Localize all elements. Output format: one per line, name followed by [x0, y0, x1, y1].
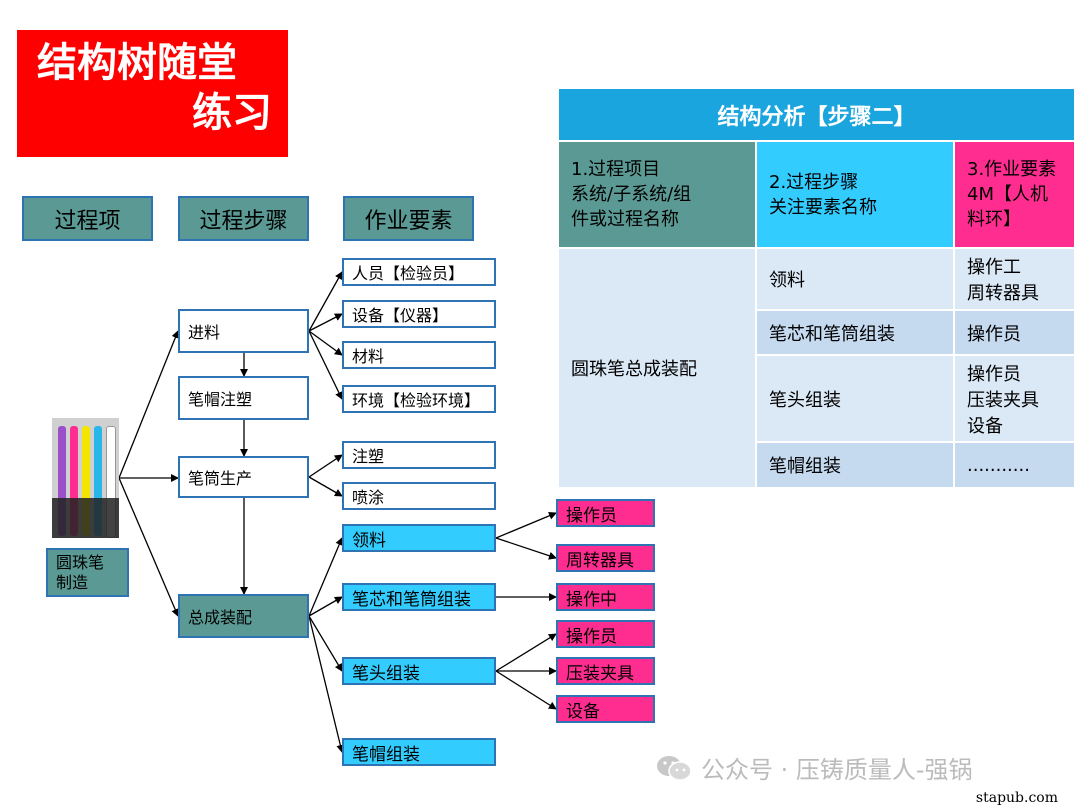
pen-yellow	[82, 426, 90, 536]
table-element: 压装夹具	[967, 389, 1039, 411]
substep-refill-barrel: 笔芯和笔筒组装	[342, 583, 496, 611]
root-line-2: 制造	[56, 573, 89, 592]
substep-tip-assembly: 笔头组装	[342, 657, 496, 685]
col2-line-1: 2.过程步骤	[769, 171, 859, 193]
table-elements-3: 操作员 压装夹具 设备	[953, 354, 1076, 443]
header-process-step: 过程步骤	[178, 196, 309, 241]
wechat-icon	[657, 755, 692, 781]
element-turnover-tool: 周转器具	[556, 544, 655, 572]
element-inspector: 人员【检验员】	[342, 258, 496, 286]
table-element: 周转器具	[967, 283, 1039, 304]
table-elements-4: ...........	[953, 441, 1076, 489]
element-operating: 操作中	[556, 583, 655, 611]
element-operator-1: 操作员	[556, 499, 655, 527]
element-environment: 环境【检验环境】	[342, 385, 496, 413]
element-material: 材料	[342, 341, 496, 369]
header-process-item: 过程项	[22, 196, 153, 241]
site-url: stapub.com	[975, 790, 1058, 806]
substep-cap-assembly: 笔帽组装	[342, 738, 496, 766]
table-element: 设备	[967, 415, 1003, 437]
table-title: 结构分析【步骤二】	[557, 87, 1076, 142]
table-step-4: 笔帽组装	[755, 441, 955, 489]
root-process-item: 圆珠笔 制造	[46, 548, 129, 597]
element-spraying: 喷涂	[342, 482, 496, 510]
element-instrument: 设备【仪器】	[342, 300, 496, 328]
step-cap-molding: 笔帽注塑	[178, 376, 309, 420]
table-process-item: 圆珠笔总成装配	[557, 247, 757, 489]
slide-title: 结构树随堂 练习	[17, 30, 288, 157]
pen-grips	[52, 498, 119, 538]
pen-purple	[58, 426, 66, 536]
pen-image	[52, 418, 119, 538]
watermark: 公众号 · 压铸质量人-强锅	[655, 750, 973, 785]
step-barrel-production: 笔筒生产	[178, 456, 309, 498]
element-operator-2: 操作员	[556, 620, 655, 648]
col3-line-2: 4M【人机料环】	[967, 184, 1048, 230]
table-element: 操作员	[967, 323, 1021, 345]
table-element: 操作员	[967, 363, 1021, 385]
title-line-1: 结构树随堂	[37, 40, 237, 86]
root-line-1: 圆珠笔	[56, 553, 105, 572]
col-header-work-element: 3.作业要素 4M【人机料环】	[953, 140, 1076, 249]
substep-material-pick: 领料	[342, 524, 496, 552]
table-step-3: 笔头组装	[755, 354, 955, 443]
table-element: ...........	[967, 454, 1030, 476]
col3-line-1: 3.作业要素	[967, 159, 1057, 180]
table-elements-2: 操作员	[953, 309, 1076, 356]
col1-line-1: 1.过程项目	[571, 159, 661, 180]
col2-line-2: 关注要素名称	[769, 196, 877, 218]
step-final-assembly: 总成装配	[178, 594, 309, 638]
element-equipment: 设备	[556, 695, 655, 723]
table-step-1: 领料	[755, 247, 955, 311]
table-step-2: 笔芯和笔筒组装	[755, 309, 955, 356]
structure-analysis-table: 结构分析【步骤二】 1.过程项目 系统/子系统/组 件或过程名称 2.过程步骤 …	[557, 87, 1076, 489]
table-element: 操作工	[967, 257, 1021, 278]
watermark-text: 公众号 · 压铸质量人-强锅	[701, 756, 973, 784]
table-elements-1: 操作工 周转器具	[953, 247, 1076, 311]
element-press-fixture: 压装夹具	[556, 657, 655, 685]
header-work-element: 作业要素	[343, 196, 474, 241]
pen-blue	[94, 426, 102, 536]
col-header-process-item: 1.过程项目 系统/子系统/组 件或过程名称	[557, 140, 757, 249]
step-incoming: 进料	[178, 309, 309, 353]
title-line-2: 练习	[192, 90, 272, 136]
col1-line-3: 件或过程名称	[571, 209, 679, 230]
element-injection: 注塑	[342, 441, 496, 469]
pen-pink	[70, 426, 78, 536]
col1-line-2: 系统/子系统/组	[571, 184, 692, 205]
col-header-process-step: 2.过程步骤 关注要素名称	[755, 140, 955, 249]
